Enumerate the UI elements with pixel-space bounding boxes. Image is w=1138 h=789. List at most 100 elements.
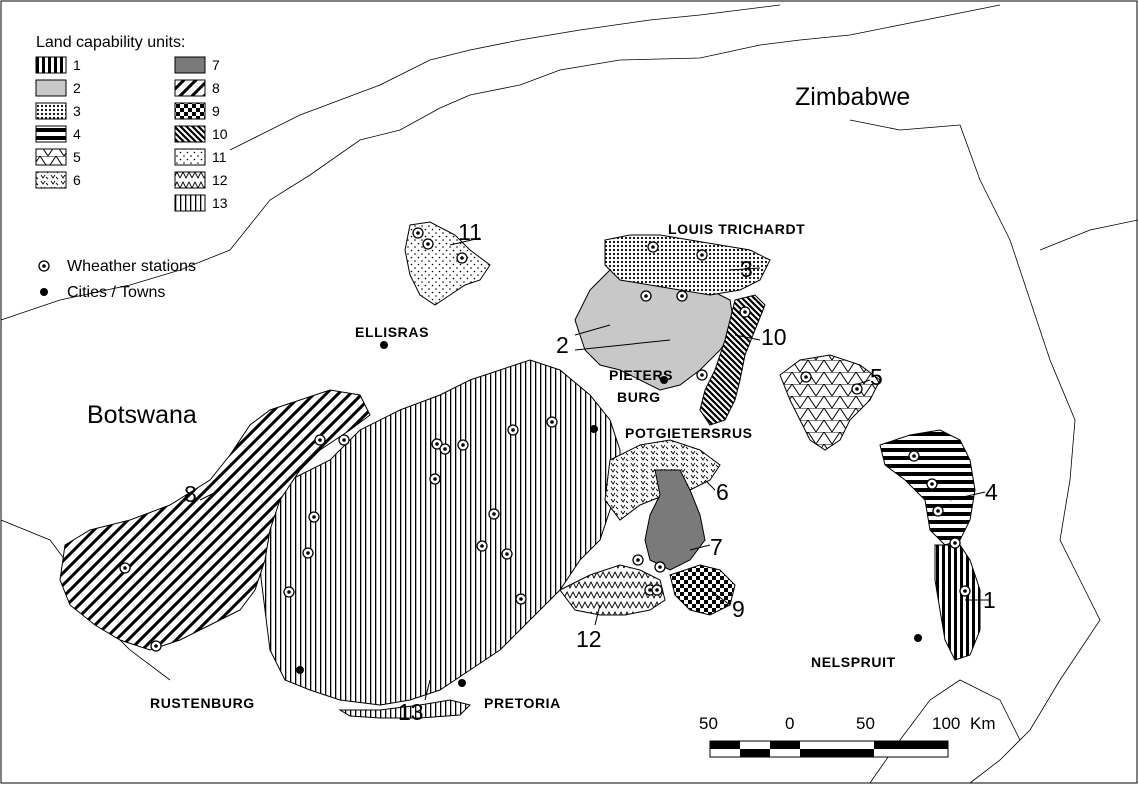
city-markers	[296, 341, 922, 687]
weather-station-marker	[429, 473, 441, 485]
boundary-line	[0, 39, 801, 321]
unit-label-2: 2	[556, 332, 569, 358]
city-label-pretoria: PRETORIA	[484, 695, 561, 711]
weather-station-marker	[932, 505, 944, 517]
boundary-line	[799, 4, 1001, 41]
scale-label-50: 50	[856, 714, 875, 733]
weather-station-marker	[119, 562, 131, 574]
city-label-nelspruit: NELSPRUIT	[811, 654, 896, 670]
weather-station-marker	[150, 640, 162, 652]
weather-stations	[119, 227, 971, 652]
weather-station-marker	[949, 537, 961, 549]
weather-station-marker	[654, 561, 666, 573]
land-unit-10-area	[699, 294, 766, 426]
city-label-pietersburg: PIETERS	[609, 367, 673, 383]
weather-station-marker	[851, 383, 863, 395]
weather-station-marker	[488, 508, 500, 520]
city-label-ellisras: ELLISRAS	[355, 324, 429, 340]
weather-station-marker	[696, 369, 708, 381]
legend-swatch-3	[35, 102, 67, 120]
boundary-line	[849, 119, 1101, 784]
land-unit-9-area	[669, 564, 736, 616]
weather-station-marker	[302, 547, 314, 559]
legend-swatch-11	[174, 148, 206, 166]
legend: Land capability units: 1 2 3 4 5 6 7 8 9…	[35, 34, 228, 301]
scale-label-50-left: 50	[699, 714, 718, 733]
weather-station-marker	[457, 439, 469, 451]
city-label-potgietersrus: POTGIETERSRUS	[625, 425, 753, 441]
city-marker-potgietersrus	[590, 425, 598, 433]
legend-title: Land capability units:	[36, 34, 185, 51]
weather-station-marker	[632, 554, 644, 566]
unit-leader-lines	[199, 237, 990, 701]
legend-swatch-12	[174, 171, 206, 189]
legend-label-13: 13	[212, 195, 228, 211]
weather-station-marker	[800, 371, 812, 383]
scale-label-100: 100	[932, 714, 960, 733]
land-unit-8-area	[59, 389, 371, 651]
city-marker-pietersburg	[660, 376, 668, 384]
legend-label-3: 3	[73, 103, 81, 119]
city-marker-ellisras	[380, 341, 388, 349]
weather-station-marker	[640, 290, 652, 302]
boundary-line	[1039, 219, 1138, 251]
unit-label-3: 3	[740, 256, 753, 282]
legend-label-8: 8	[212, 80, 220, 96]
weather-station-marker	[739, 306, 751, 318]
legend-swatch-5	[35, 148, 67, 166]
weather-station-marker	[412, 227, 424, 239]
legend-swatch-6	[35, 171, 67, 189]
land-unit-13-area	[338, 699, 471, 719]
legend-label-4: 4	[73, 126, 81, 142]
land-unit-3-area	[604, 234, 771, 296]
country-label-botswana: Botswana	[87, 401, 197, 429]
weather-station-marker	[431, 438, 443, 450]
legend-label-1: 1	[73, 57, 81, 73]
weather-station-marker	[676, 290, 688, 302]
land-unit-13-area	[259, 359, 621, 706]
unit-label-1: 1	[983, 587, 996, 613]
unit-label-7: 7	[710, 534, 723, 560]
unit-label-8: 8	[184, 481, 197, 507]
unit-label-5: 5	[870, 364, 883, 390]
weather-station-marker	[546, 416, 558, 428]
weather-station-marker	[651, 584, 663, 596]
scale-bar-segment	[710, 741, 740, 749]
legend-swatch-13	[174, 194, 206, 212]
weather-station-marker	[308, 511, 320, 523]
legend-label-10: 10	[212, 126, 228, 142]
weather-station-marker	[647, 241, 659, 253]
legend-swatch-10	[174, 125, 206, 143]
land-unit-7-area	[644, 469, 706, 571]
weather-station-marker	[501, 548, 513, 560]
city-label-rustenburg: RUSTENBURG	[150, 695, 255, 711]
scale-bar: 50 0 50 100 Km	[699, 714, 996, 758]
land-unit-5-area	[779, 354, 881, 451]
legend-label-11: 11	[212, 149, 227, 165]
land-unit-4-area	[879, 429, 976, 546]
unit-label-9: 9	[732, 596, 745, 622]
legend-label-12: 12	[212, 172, 228, 188]
scale-bar-segment	[800, 749, 874, 757]
scale-label-0: 0	[785, 714, 794, 733]
weather-station-marker	[338, 434, 350, 446]
city-label-pietersburg-line2: BURG	[617, 389, 661, 405]
weather-station-marker	[422, 238, 434, 250]
weather-station-marker	[476, 540, 488, 552]
legend-swatch-8	[174, 79, 206, 97]
legend-label-6: 6	[73, 172, 81, 188]
scale-bar-segment	[740, 749, 770, 757]
legend-swatch-2	[35, 79, 67, 97]
legend-cities-label: Cities / Towns	[67, 284, 165, 301]
legend-swatch-7	[174, 56, 206, 74]
scale-label-unit: Km	[970, 714, 996, 733]
legend-label-5: 5	[73, 149, 81, 165]
legend-label-9: 9	[212, 103, 220, 119]
unit-label-4: 4	[985, 479, 998, 505]
city-marker-pretoria	[458, 679, 466, 687]
unit-label-13: 13	[398, 699, 424, 725]
boundary-line	[229, 4, 781, 151]
weather-station-marker	[959, 585, 971, 597]
